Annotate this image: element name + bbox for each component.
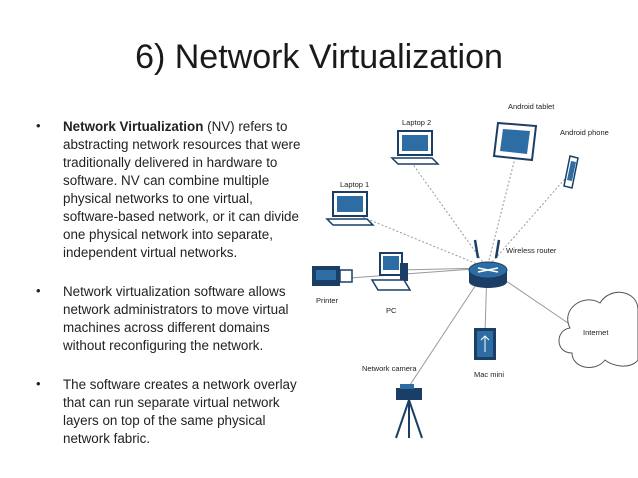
network-diagram: Android tablet Laptop 2 Android phone La… [300, 98, 638, 448]
link-printer [349, 267, 488, 279]
android-phone-label: Android phone [560, 128, 609, 137]
link-laptop2 [411, 162, 488, 269]
bullet-item: • Network Virtualization (NV) refers to … [36, 118, 306, 262]
android-tablet-label: Android tablet [508, 102, 555, 111]
bullet-body: Network virtualization software allows n… [63, 284, 289, 353]
printer-icon [312, 266, 353, 286]
internet-label: Internet [583, 328, 609, 337]
pc-label: PC [386, 306, 397, 315]
laptop-2-icon [390, 130, 440, 165]
bullet-item: • The software creates a network overlay… [36, 376, 306, 448]
network-diagram-svg [312, 121, 638, 439]
internet-cloud-icon [558, 291, 638, 368]
pc-icon [370, 252, 412, 291]
bullet-marker: • [36, 118, 41, 133]
bullet-body: The software creates a network overlay t… [63, 377, 297, 446]
link-tablet [486, 157, 516, 269]
network-camera-label: Network camera [362, 364, 417, 373]
bullet-list: • Network Virtualization (NV) refers to … [36, 118, 306, 469]
mac-mini-label: Mac mini [474, 370, 505, 379]
link-camera [407, 267, 488, 389]
bullet-item: • Network virtualization software allows… [36, 283, 306, 355]
bullet-text: Network virtualization software allows n… [63, 283, 306, 355]
bullet-body: (NV) refers to abstracting network resou… [63, 119, 301, 260]
printer-label: Printer [316, 296, 339, 305]
bullet-marker: • [36, 376, 41, 391]
wireless-router-label: Wireless router [506, 246, 557, 255]
laptop-1-label: Laptop 1 [340, 180, 370, 189]
link-phone [486, 172, 571, 269]
bullet-text: Network Virtualization (NV) refers to ab… [63, 118, 306, 262]
bullet-marker: • [36, 283, 41, 298]
slide-title: 6) Network Virtualization [135, 38, 503, 76]
laptop-1-icon [325, 191, 375, 226]
link-laptop1 [359, 215, 488, 269]
android-phone-icon [563, 155, 579, 189]
mac-mini-icon [474, 328, 496, 360]
wireless-router-icon [468, 239, 508, 288]
bullet-lead: Network Virtualization [63, 119, 204, 134]
bullet-text: The software creates a network overlay t… [63, 376, 306, 448]
android-tablet-icon [492, 121, 538, 162]
network-camera-icon [395, 384, 423, 439]
laptop-2-label: Laptop 2 [402, 118, 432, 127]
